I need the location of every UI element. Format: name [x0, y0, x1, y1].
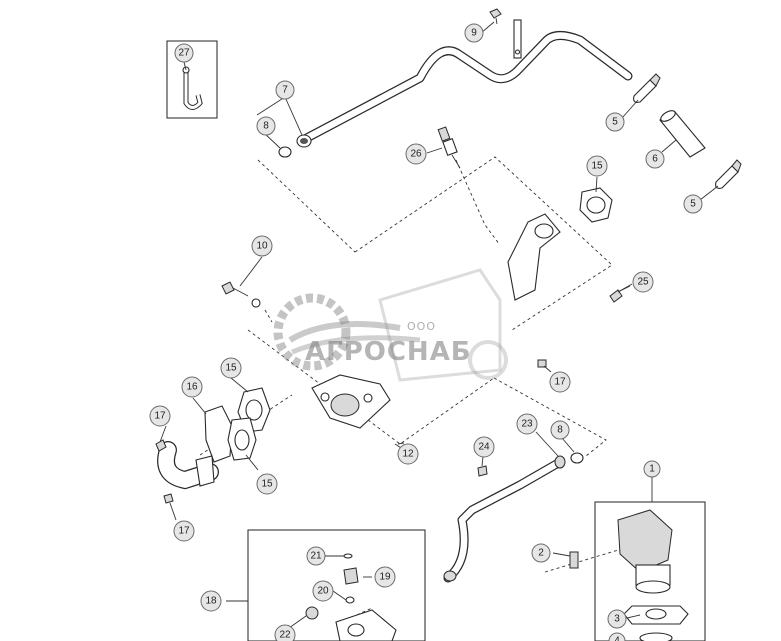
svg-text:17: 17 — [154, 411, 166, 422]
svg-text:24: 24 — [478, 442, 490, 453]
callout-3: 3 — [607, 609, 627, 629]
detail-1-parts — [569, 509, 689, 641]
svg-text:5: 5 — [612, 117, 618, 128]
callout-2: 2 — [531, 543, 551, 563]
svg-text:5: 5 — [690, 199, 696, 210]
callout-8-bottom: 8 — [550, 420, 570, 440]
callout-15-bottom: 15 — [256, 473, 278, 495]
detail-frame-1 — [594, 501, 706, 641]
bolt-17-center — [537, 359, 547, 368]
callout-24: 24 — [473, 436, 495, 458]
svg-text:15: 15 — [225, 363, 237, 374]
detail-frame-18 — [247, 529, 426, 641]
svg-text:17: 17 — [178, 526, 190, 537]
sensor-26 — [437, 126, 461, 169]
callout-27: 27 — [174, 43, 194, 63]
svg-text:25: 25 — [637, 277, 649, 288]
svg-text:10: 10 — [256, 241, 268, 252]
svg-text:12: 12 — [402, 449, 414, 460]
bolt-24 — [477, 465, 488, 477]
leader-lines — [159, 21, 719, 629]
callout-7: 7 — [275, 80, 295, 100]
assembly-planes — [199, 156, 636, 621]
callout-18: 18 — [200, 590, 222, 612]
callout-15-left: 15 — [220, 357, 242, 379]
callout-6: 6 — [645, 149, 665, 169]
callout-5-top: 5 — [605, 112, 625, 132]
outlet-elbow — [507, 213, 561, 301]
detail-frame-27 — [166, 40, 218, 119]
svg-text:15: 15 — [261, 479, 273, 490]
callout-10: 10 — [251, 235, 273, 257]
callout-12: 12 — [397, 443, 419, 465]
callout-21: 21 — [306, 546, 326, 566]
callout-8-top: 8 — [256, 116, 276, 136]
clip-27 — [182, 66, 203, 110]
svg-text:26: 26 — [410, 149, 422, 160]
hose-6 — [659, 110, 706, 158]
bolt-9 — [489, 8, 502, 25]
callout-17-center: 17 — [549, 371, 571, 393]
bolt-10 — [221, 281, 261, 308]
svg-text:17: 17 — [554, 377, 566, 388]
fitting-5-bottom — [715, 159, 742, 189]
callout-17-left-bottom: 17 — [173, 520, 195, 542]
svg-text:8: 8 — [557, 425, 563, 436]
callout-22: 22 — [274, 624, 296, 641]
svg-text:19: 19 — [379, 572, 391, 583]
svg-text:6: 6 — [652, 154, 658, 165]
elbow-16 — [157, 405, 233, 490]
callout-25: 25 — [632, 271, 654, 293]
detail-18-parts — [305, 553, 397, 641]
svg-text:18: 18 — [205, 596, 217, 607]
svg-text:7: 7 — [282, 85, 288, 96]
o-ring-8-top — [278, 146, 292, 158]
svg-text:3: 3 — [614, 614, 620, 625]
svg-text:21: 21 — [310, 551, 322, 562]
callout-26: 26 — [405, 143, 427, 165]
callout-23: 23 — [516, 413, 538, 435]
svg-text:8: 8 — [263, 121, 269, 132]
callout-20: 20 — [312, 580, 334, 602]
agrosnab-watermark: ООО АГРОСНАБ — [273, 268, 508, 382]
svg-text:20: 20 — [317, 586, 329, 597]
svg-text:9: 9 — [471, 28, 477, 39]
callout-15-top: 15 — [586, 155, 608, 177]
callout-5-bottom: 5 — [683, 194, 703, 214]
fitting-5-top — [633, 73, 661, 103]
svg-text:15: 15 — [591, 161, 603, 172]
callout-17-left-top: 17 — [149, 405, 171, 427]
callout-1: 1 — [643, 460, 661, 478]
callout-19: 19 — [374, 566, 396, 588]
gasket-15-left-b — [227, 417, 257, 461]
callout-4: 4 — [608, 632, 626, 641]
gasket-15-top — [579, 187, 613, 223]
watermark-prefix: ООО — [407, 320, 436, 333]
svg-text:22: 22 — [279, 630, 291, 641]
svg-text:4: 4 — [614, 636, 620, 641]
svg-text:2: 2 — [538, 548, 544, 559]
watermark-company: АГРОСНАБ — [305, 337, 472, 367]
svg-text:1: 1 — [649, 464, 655, 475]
svg-text:23: 23 — [521, 419, 533, 430]
coolant-pipe-top — [296, 19, 633, 148]
callout-16: 16 — [181, 376, 203, 398]
callout-9: 9 — [464, 23, 484, 43]
coolant-pipe-bottom — [443, 452, 584, 583]
bolts-17-left — [155, 439, 174, 504]
svg-text:27: 27 — [178, 48, 190, 59]
thermostat-housing-12 — [311, 374, 391, 429]
svg-text:16: 16 — [186, 382, 198, 393]
